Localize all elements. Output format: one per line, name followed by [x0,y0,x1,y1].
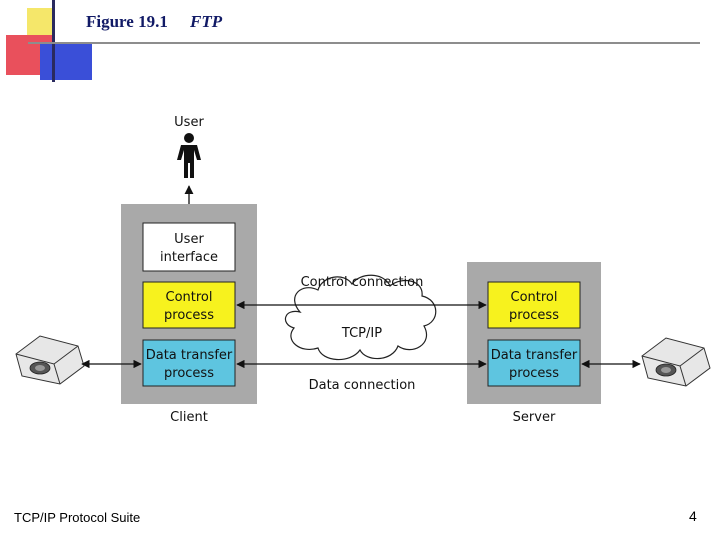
client-control-line2: process [164,308,214,323]
decor-blue-square [40,44,92,80]
server-data-line1: Data transfer [491,348,578,363]
client-ui-line2: interface [160,250,218,265]
client-label: Client [170,410,208,425]
server-label: Server [513,410,556,425]
footer-suite-title: TCP/IP Protocol Suite [14,510,141,525]
tcpip-cloud-icon [284,274,437,361]
server-control-process-box [487,281,581,329]
user-label: User [174,115,204,130]
figure-number: Figure 19.1 [86,12,168,31]
client-user-interface-box [142,222,236,272]
decor-vertical-line [52,0,55,82]
server-data-transfer-box [487,339,581,387]
server-control-line1: Control [511,290,558,305]
client-control-process-box [142,281,236,329]
server-data-line2: process [509,366,559,381]
figure-title: FTP [190,12,223,31]
client-control-line1: Control [166,290,213,305]
control-connection-label: Control connection [301,275,424,290]
server-control-line2: process [509,308,559,323]
server-disk-icon [641,337,711,387]
client-data-line2: process [164,366,214,381]
network-label: TCP/IP [341,326,382,341]
client-ui-line1: User [174,232,204,247]
user-icon [177,133,201,178]
client-disk-icon [15,335,85,385]
client-data-transfer-box [142,339,236,387]
decor-horizontal-line [28,42,700,44]
client-data-line1: Data transfer [146,348,233,363]
data-connection-label: Data connection [309,378,416,393]
page-number: 4 [689,508,697,524]
